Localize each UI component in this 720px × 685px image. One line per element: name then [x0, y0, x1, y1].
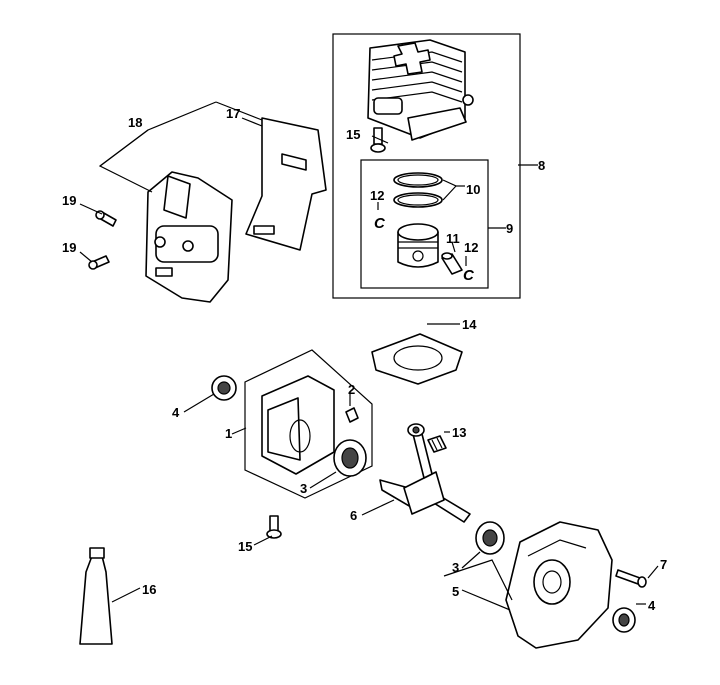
piston-assembly-box	[360, 159, 489, 289]
label-2: 2	[348, 382, 355, 397]
label-10: 10	[466, 182, 480, 197]
label-4-right: 4	[648, 598, 656, 613]
screw-7	[615, 569, 647, 588]
cylinder-assembly-box	[332, 33, 521, 299]
label-1: 1	[225, 426, 232, 441]
label-12-left: 12	[370, 188, 384, 203]
grease-tube	[79, 547, 113, 645]
label-13: 13	[452, 425, 466, 440]
crankshaft	[379, 423, 471, 523]
label-17: 17	[226, 106, 240, 121]
piston-rings	[393, 172, 443, 208]
screw-15-bottom	[266, 515, 282, 539]
crankcase-half-right	[505, 521, 613, 649]
dowel-pin	[345, 407, 359, 423]
circlip-right-icon: C	[463, 267, 475, 284]
label-18: 18	[128, 115, 142, 130]
piston-pin	[441, 252, 463, 275]
leader-lines	[79, 101, 659, 611]
needle-cage	[427, 435, 447, 453]
cylinder-gasket	[371, 333, 463, 385]
crankcase-half-box	[244, 349, 373, 499]
label-14: 14	[462, 317, 477, 332]
label-19-lower: 19	[62, 240, 76, 255]
ball-bearing-upper	[333, 439, 367, 477]
label-4-left: 4	[172, 405, 180, 420]
screw-19-upper	[95, 210, 117, 227]
piston	[397, 223, 439, 268]
label-19-upper: 19	[62, 193, 76, 208]
label-12-right: 12	[464, 240, 478, 255]
label-9: 9	[506, 221, 513, 236]
label-15-bottom: 15	[238, 539, 252, 554]
circlip-left-icon: C	[374, 215, 386, 232]
label-7: 7	[660, 557, 667, 572]
heat-shield	[245, 117, 327, 251]
label-11: 11	[446, 231, 460, 246]
oil-seal-left	[211, 375, 237, 401]
oil-seal-right	[612, 607, 636, 633]
cylinder	[367, 39, 474, 141]
label-6: 6	[350, 508, 357, 523]
label-3-upper: 3	[300, 481, 307, 496]
crankcase-half	[261, 375, 335, 475]
label-3-lower: 3	[452, 560, 459, 575]
label-5: 5	[452, 584, 459, 599]
muffler	[145, 171, 233, 303]
label-15-top: 15	[346, 127, 360, 142]
ball-bearing-lower	[475, 521, 505, 555]
label-16: 16	[142, 582, 156, 597]
screw-19-lower	[88, 255, 110, 270]
label-8: 8	[538, 158, 545, 173]
screw-15-top	[370, 127, 386, 153]
